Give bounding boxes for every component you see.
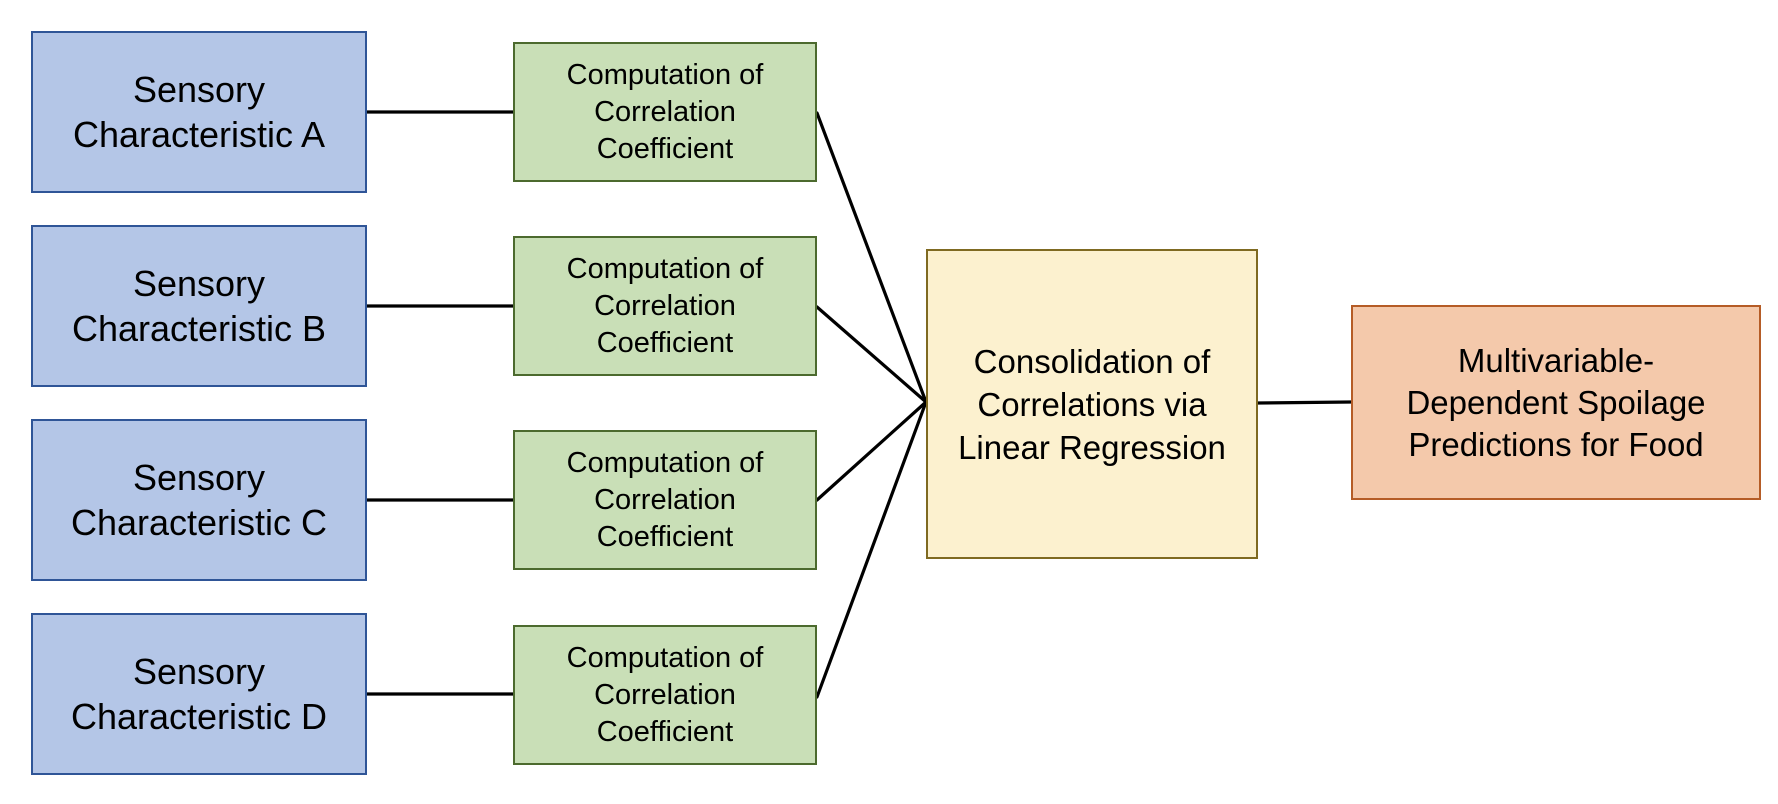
connector-compute-d-to-consolidation — [815, 400, 928, 699]
correlation-computation-d-label: Computation of Correlation Coefficient — [566, 641, 764, 748]
correlation-computation-b-label: Computation of Correlation Coefficient — [566, 252, 764, 359]
sensory-characteristic-d-label: Sensory Characteristic D — [70, 651, 328, 737]
sensory-characteristic-c-box: Sensory Characteristic C — [31, 419, 367, 581]
connector-compute-a-to-consolidation — [815, 111, 928, 404]
sensory-characteristic-b-box: Sensory Characteristic B — [31, 225, 367, 387]
sensory-characteristic-d-box: Sensory Characteristic D — [31, 613, 367, 775]
correlation-computation-a-box: Computation of Correlation Coefficient — [513, 42, 817, 182]
sensory-characteristic-c-label: Sensory Characteristic C — [70, 457, 328, 543]
linear-regression-consolidation-box: Consolidation of Correlations via Linear… — [926, 249, 1258, 559]
correlation-computation-c-box: Computation of Correlation Coefficient — [513, 430, 817, 570]
correlation-computation-b-box: Computation of Correlation Coefficient — [513, 236, 817, 376]
correlation-computation-c-label: Computation of Correlation Coefficient — [566, 446, 764, 553]
sensory-characteristic-b-label: Sensory Characteristic B — [71, 263, 327, 349]
connector-compute-c-to-consolidation — [815, 400, 928, 502]
correlation-computation-a-label: Computation of Correlation Coefficient — [566, 58, 764, 165]
sensory-characteristic-a-label: Sensory Characteristic A — [72, 69, 326, 155]
correlation-computation-d-box: Computation of Correlation Coefficient — [513, 625, 817, 765]
connector-consolidation-to-prediction — [1256, 400, 1353, 405]
spoilage-prediction-output-label: Multivariable- Dependent Spoilage Predic… — [1406, 341, 1706, 463]
linear-regression-consolidation-label: Consolidation of Correlations via Linear… — [958, 342, 1226, 466]
sensory-characteristic-a-box: Sensory Characteristic A — [31, 31, 367, 193]
connector-compute-b-to-consolidation — [815, 305, 928, 404]
spoilage-prediction-output-box: Multivariable- Dependent Spoilage Predic… — [1351, 305, 1761, 500]
